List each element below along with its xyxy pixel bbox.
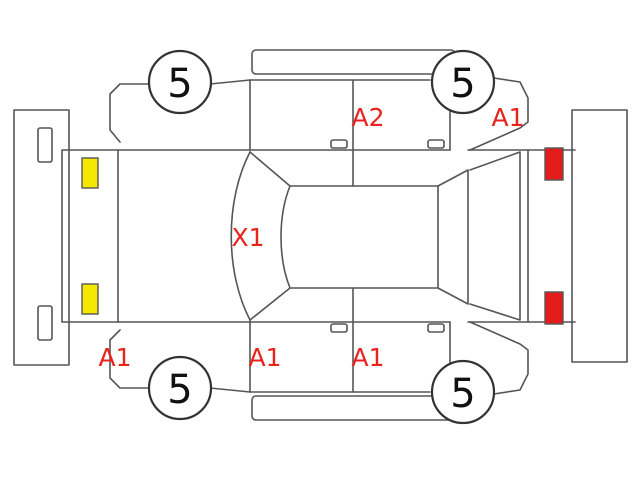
damage-front-bumper-lower: A1 — [98, 343, 131, 372]
tire-front-right: 5 — [147, 355, 213, 421]
car-bottom-side — [109, 287, 529, 395]
tire-rear-left: 5 — [430, 49, 496, 115]
tire-rear-right-value: 5 — [450, 371, 475, 417]
damage-rear-door-upper: A2 — [351, 103, 384, 132]
tire-rear-left-value: 5 — [450, 61, 475, 107]
front-lamp-lower — [81, 283, 99, 315]
rear-lamp-lower — [544, 291, 564, 325]
damage-rear-quarter-upper: A1 — [491, 103, 524, 132]
tire-front-left: 5 — [147, 49, 213, 115]
front-lamp-upper — [81, 157, 99, 189]
damage-roof: X1 — [231, 223, 264, 252]
car-body-top-view — [61, 149, 576, 323]
roof-rail-bottom — [251, 395, 456, 421]
roof-rail-top — [251, 49, 456, 75]
tire-rear-right: 5 — [430, 359, 496, 425]
damage-front-door-lower: A1 — [248, 343, 281, 372]
tire-front-right-value: 5 — [167, 367, 192, 413]
damage-rear-door-lower: A1 — [351, 343, 384, 372]
rear-lamp-upper — [544, 147, 564, 181]
rear-bumper — [571, 109, 628, 363]
front-bumper — [13, 109, 70, 366]
tire-front-left-value: 5 — [167, 61, 192, 107]
